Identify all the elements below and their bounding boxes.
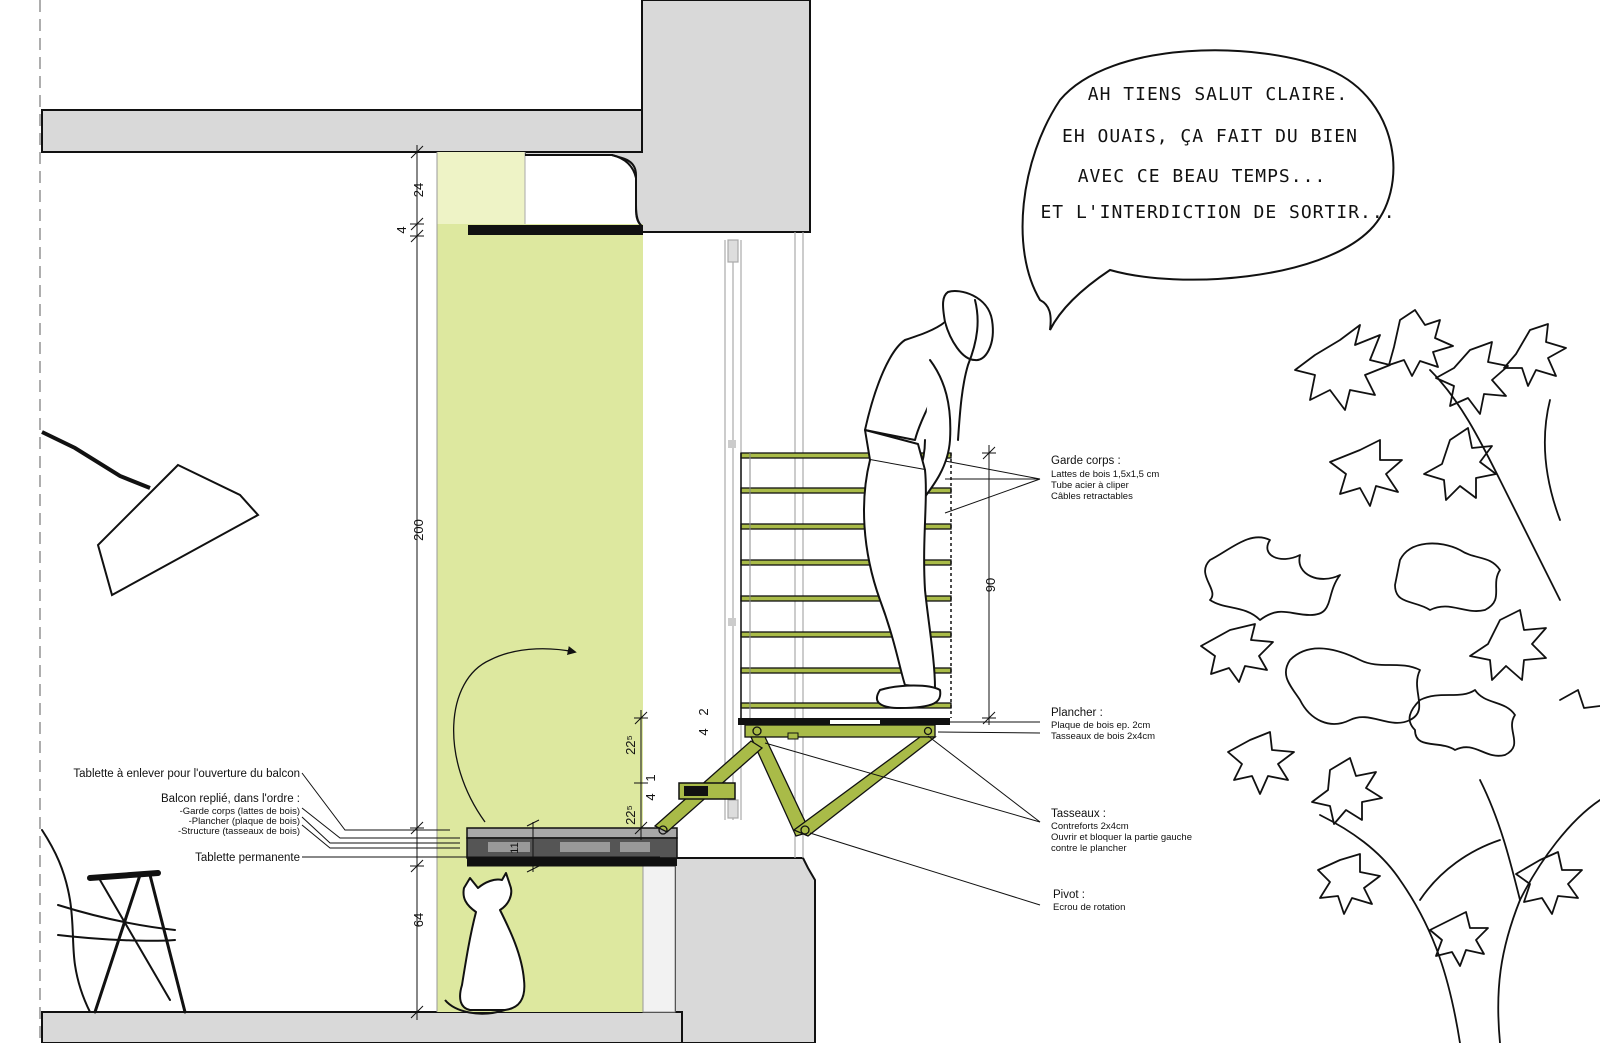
label-garde-corps-l1: Lattes de bois 1,5x1,5 cm: [1051, 469, 1159, 480]
label-garde-corps-l2: Tube acier à cliper: [1051, 480, 1129, 491]
dim-4-b: 4: [643, 793, 658, 800]
chair-figure: [41, 829, 187, 1014]
dim-90: 90: [983, 578, 998, 592]
label-pivot-l1: Ecrou de rotation: [1053, 902, 1125, 913]
speech-bubble: AH TIENS SALUT CLAIRE. EH OUAIS, ÇA FAIT…: [1021, 49, 1395, 331]
leader-lines: [301, 460, 1041, 906]
label-plancher-l1: Plaque de bois ep. 2cm: [1051, 720, 1150, 731]
dim-2: 2: [696, 708, 711, 715]
speech-line-1: AH TIENS SALUT CLAIRE.: [1088, 84, 1348, 105]
speech-line-4: ET L'INTERDICTION DE SORTIR...: [1040, 202, 1395, 223]
label-tasseaux-l1: Contreforts 2x4cm: [1051, 821, 1129, 832]
deployed-balcony: [653, 452, 952, 837]
label-pivot-title: Pivot :: [1053, 889, 1085, 901]
speech-line-3: AVEC CE BEAU TEMPS...: [1078, 166, 1327, 187]
label-tasseaux-l2: Ouvrir et bloquer la partie gauche: [1051, 832, 1192, 843]
folded-balcony: [466, 827, 678, 867]
dimension-texts: 24 4 200 64 90 22⁵ 22⁵ 4 2 4 1 11: [394, 183, 998, 927]
label-plancher-title: Plancher :: [1051, 707, 1103, 719]
dim-1: 1: [643, 774, 658, 781]
speech-line-2: EH OUAIS, ÇA FAIT DU BIEN: [1062, 126, 1358, 147]
label-tablette-permanente: Tablette permanente: [195, 852, 300, 864]
cat-figure: [444, 872, 526, 1015]
dim-64: 64: [411, 913, 426, 927]
dimension-lines: [410, 145, 996, 1020]
label-tasseaux-l3: contre le plancher: [1051, 843, 1127, 854]
label-structure-folded: -Structure (tasseaux de bois): [178, 826, 300, 837]
dim-22-5-top: 22⁵: [623, 735, 638, 755]
building-walls: [39, 0, 816, 1043]
rotation-arrow: [453, 646, 577, 823]
dim-4-a: 4: [696, 728, 711, 735]
label-plancher-folded: -Plancher (plaque de bois): [189, 816, 300, 827]
wall-niche: [436, 152, 676, 1013]
tree-illustration: [1200, 309, 1600, 1043]
lamp-figure: [41, 430, 260, 597]
label-garde-corps-title: Garde corps :: [1051, 455, 1121, 467]
label-balcon-replie: Balcon replié, dans l'ordre :: [161, 793, 300, 805]
label-tasseaux-title: Tasseaux :: [1051, 808, 1106, 820]
dim-22-5-bottom: 22⁵: [623, 805, 638, 825]
label-garde-corps-folded: -Garde corps (lattes de bois): [180, 806, 300, 817]
dim-11: 11: [509, 842, 521, 853]
label-plancher-l2: Tasseaux de bois 2x4cm: [1051, 731, 1155, 742]
window-frame: [724, 232, 804, 858]
right-labels: Garde corps : Lattes de bois 1,5x1,5 cm …: [1051, 455, 1192, 913]
label-garde-corps-l3: Câbles retractables: [1051, 491, 1133, 502]
dim-24: 24: [411, 183, 426, 197]
left-labels: Tablette à enlever pour l'ouverture du b…: [73, 768, 300, 864]
dim-4: 4: [394, 226, 409, 233]
dim-200: 200: [411, 519, 426, 541]
label-tablette-enlever: Tablette à enlever pour l'ouverture du b…: [73, 768, 300, 780]
person-figure: [863, 290, 994, 709]
